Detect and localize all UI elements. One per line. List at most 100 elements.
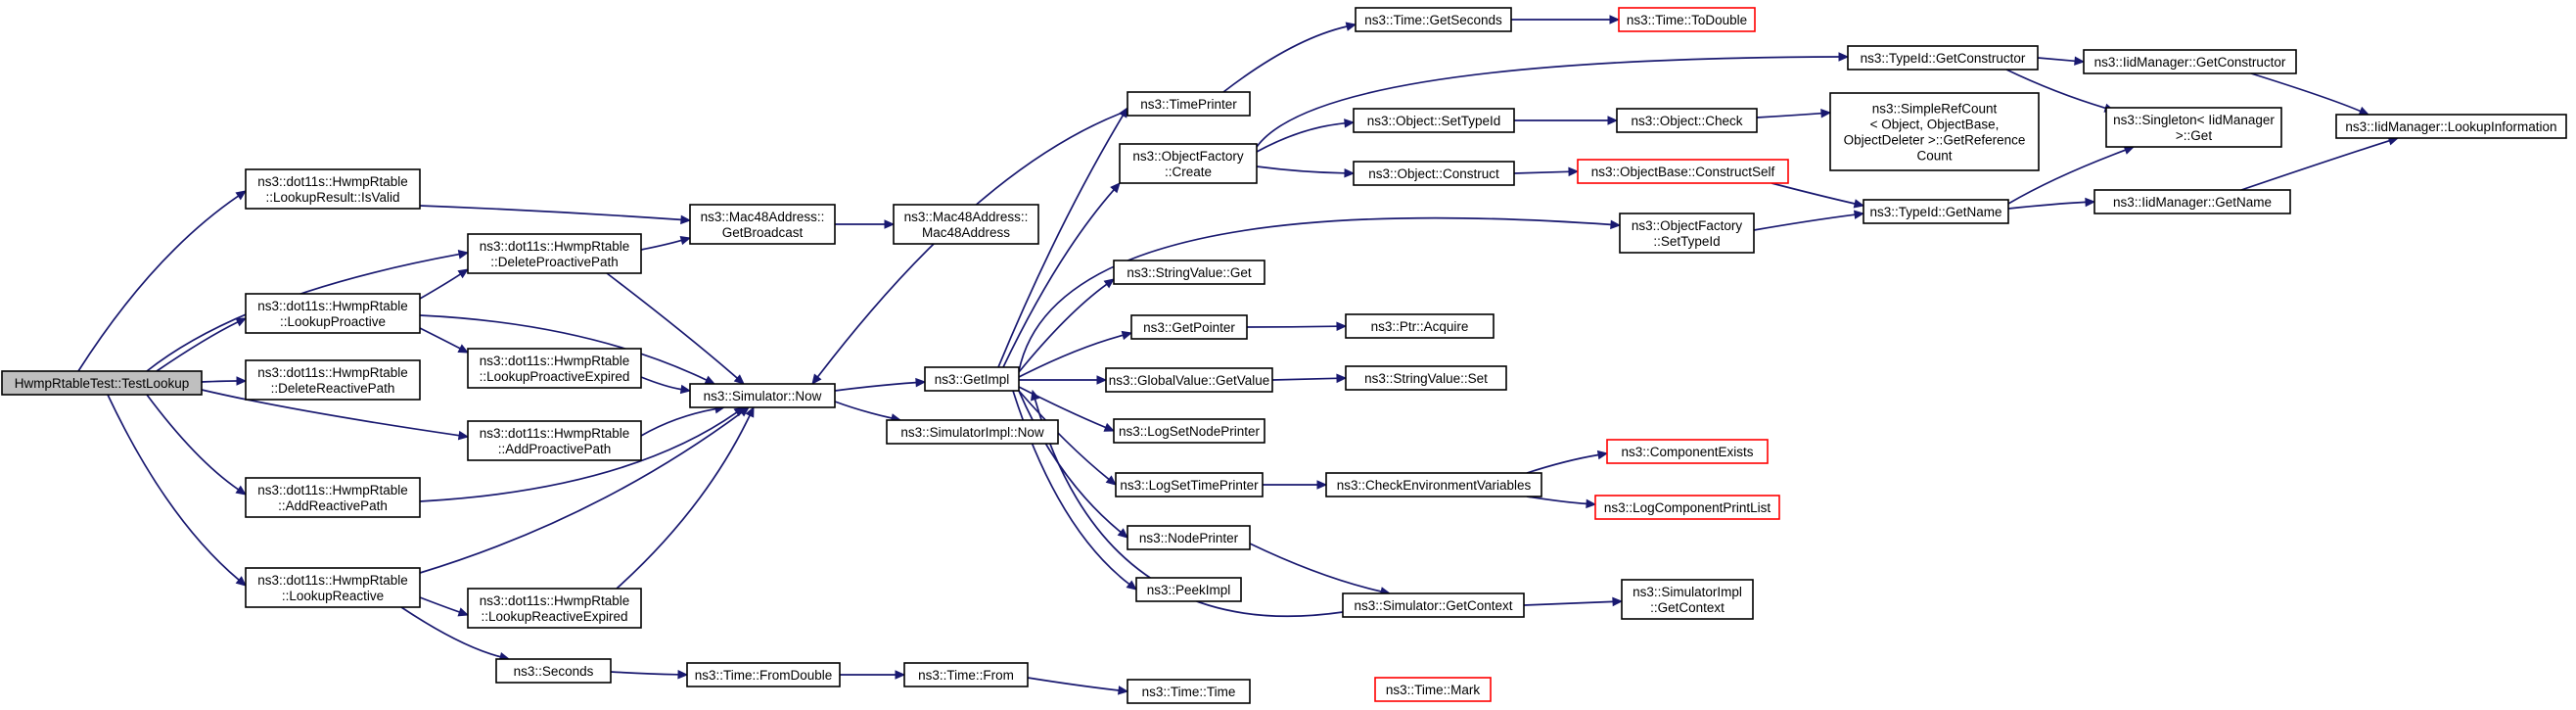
node-logsetnode[interactable]: ns3::LogSetNodePrinter: [1113, 418, 1265, 444]
node-iidgetconstructor[interactable]: ns3::IidManager::GetConstructor: [2083, 49, 2297, 74]
edge-line: [146, 394, 240, 491]
node-objconstruct[interactable]: ns3::Object::Construct: [1353, 161, 1515, 186]
node-label-line: < Object, ObjectBase,: [1870, 118, 2000, 132]
edge-line: [77, 195, 240, 372]
node-box: [686, 662, 841, 687]
node-seconds[interactable]: ns3::Seconds: [495, 658, 612, 684]
node-label-line: ns3::IidManager::LookupInformation: [2345, 119, 2556, 134]
edge-timeprinter-to-simnow: [811, 110, 1128, 385]
node-label-line: HwmpRtableTest::TestLookup: [15, 376, 190, 391]
node-lrexpired[interactable]: ns3::dot11s::HwmpRtable::LookupReactiveE…: [467, 588, 642, 629]
node-label-line: ns3::dot11s::HwmpRtable: [480, 354, 630, 368]
node-singletonget[interactable]: ns3::Singleton< IidManager >::Get: [2105, 107, 2282, 148]
node-checkenv[interactable]: ns3::CheckEnvironmentVariables: [1325, 472, 1542, 497]
node-timeprinter[interactable]: ns3::TimePrinter: [1127, 91, 1251, 117]
edge-root-to-isvalid: [77, 190, 248, 372]
node-todouble[interactable]: ns3::Time::ToDouble: [1618, 7, 1756, 32]
node-box: [689, 204, 836, 245]
node-label-line: ns3::CheckEnvironmentVariables: [1337, 478, 1532, 493]
node-simgetcontext[interactable]: ns3::Simulator::GetContext: [1342, 592, 1525, 618]
edge-ofcreate-to-objconstruct: [1256, 166, 1356, 178]
node-box: [1577, 159, 1789, 184]
edge-simgetcontext-to-simimplgetctx: [1523, 596, 1624, 607]
node-isvalid[interactable]: ns3::dot11s::HwmpRtable::LookupResult::I…: [245, 168, 421, 210]
node-label-line: ns3::GlobalValue::GetValue: [1109, 373, 1270, 388]
node-label-line: ns3::Object::Check: [1631, 114, 1742, 128]
node-tidgetconstructor[interactable]: ns3::TypeId::GetConstructor: [1847, 45, 2039, 71]
edge-line: [1256, 56, 1840, 148]
node-constructself[interactable]: ns3::ObjectBase::ConstructSelf: [1577, 159, 1789, 184]
node-logsettime[interactable]: ns3::LogSetTimePrinter: [1115, 472, 1264, 497]
edge-getimpl-to-ofcreate: [1002, 182, 1121, 368]
edge-line: [1018, 283, 1108, 373]
edge-line: [400, 606, 501, 658]
node-root[interactable]: HwmpRtableTest::TestLookup: [1, 370, 203, 396]
edge-line: [1018, 216, 1612, 372]
node-label-line: ObjectDeleter >::GetReference: [1844, 133, 2026, 148]
edge-lookupreactive-to-simnow: [419, 406, 750, 574]
edge-root-to-lookupproactive: [156, 317, 248, 372]
node-ofsettypeid[interactable]: ns3::ObjectFactory::SetTypeId: [1619, 213, 1755, 254]
node-label-line: ns3::TimePrinter: [1140, 97, 1237, 112]
node-stringget[interactable]: ns3::StringValue::Get: [1113, 260, 1265, 285]
arrowhead-icon: [1121, 330, 1133, 341]
node-iidgetname[interactable]: ns3::IidManager::GetName: [2093, 189, 2291, 214]
node-iidlookupinfo[interactable]: ns3::IidManager::LookupInformation: [2335, 114, 2567, 139]
edge-line: [1018, 386, 1107, 429]
node-lookupproactive[interactable]: ns3::dot11s::HwmpRtable::LookupProactive: [245, 293, 421, 334]
edge-root-to-addproactive: [201, 389, 470, 441]
edge-line: [1027, 677, 1120, 691]
node-lpexpired[interactable]: ns3::dot11s::HwmpRtable::LookupProactive…: [467, 348, 642, 389]
node-getimpl[interactable]: ns3::GetImpl: [924, 366, 1020, 392]
edge-lookupproactive-to-lpexpired: [419, 327, 470, 354]
node-simimplgetctx[interactable]: ns3::SimulatorImpl::GetContext: [1621, 579, 1754, 620]
node-timemark[interactable]: ns3::Time::Mark: [1374, 677, 1492, 702]
edge-line: [640, 376, 682, 391]
node-gvgetvalue[interactable]: ns3::GlobalValue::GetValue: [1105, 367, 1273, 393]
node-simplerefcount[interactable]: ns3::SimpleRefCount< Object, ObjectBase,…: [1829, 92, 2040, 171]
call-edges: [77, 15, 2400, 695]
node-delreactive[interactable]: ns3::dot11s::HwmpRtable::DeleteReactiveP…: [245, 359, 421, 401]
edge-ofsettypeid-to-tidgetname: [1753, 210, 1865, 231]
node-getseconds[interactable]: ns3::Time::GetSeconds: [1355, 7, 1512, 32]
arrowhead-icon: [1609, 15, 1621, 24]
node-timetime[interactable]: ns3::Time::Time: [1127, 679, 1251, 704]
node-addreactive[interactable]: ns3::dot11s::HwmpRtable::AddReactivePath: [245, 477, 421, 518]
node-peekimpl[interactable]: ns3::PeekImpl: [1135, 577, 1242, 602]
node-label-line: Mac48Address: [922, 225, 1010, 240]
edge-line: [834, 401, 893, 419]
node-nodeprinter[interactable]: ns3::NodePrinter: [1127, 525, 1251, 550]
edge-lookupproactive-to-delproactive: [419, 268, 470, 300]
edge-objsettypeid-to-objcheck: [1513, 116, 1619, 125]
node-stringset[interactable]: ns3::StringValue::Set: [1345, 365, 1507, 391]
node-objcheck[interactable]: ns3::Object::Check: [1616, 108, 1758, 133]
arrowhead-icon: [884, 219, 896, 229]
node-tidgetname[interactable]: ns3::TypeId::GetName: [1863, 199, 2009, 224]
node-getpointer[interactable]: ns3::GetPointer: [1130, 314, 1248, 340]
node-getbroadcast[interactable]: ns3::Mac48Address::GetBroadcast: [689, 204, 836, 245]
node-logcompprint[interactable]: ns3::LogComponentPrintList: [1594, 495, 1780, 520]
node-box: [1594, 495, 1780, 520]
node-objsettypeid[interactable]: ns3::Object::SetTypeId: [1353, 108, 1515, 133]
node-label-line: ::LookupProactive: [280, 314, 386, 329]
edge-checkenv-to-logcompprint: [1526, 496, 1597, 509]
node-ofcreate[interactable]: ns3::ObjectFactory::Create: [1119, 143, 1258, 184]
node-timefrom[interactable]: ns3::Time::From: [903, 662, 1029, 687]
node-mac48ctor[interactable]: ns3::Mac48Address::Mac48Address: [893, 204, 1039, 245]
node-delproactive[interactable]: ns3::dot11s::HwmpRtable::DeleteProactive…: [467, 233, 642, 274]
edge-getimpl-to-stringget: [1018, 278, 1115, 373]
node-label-line: ::LookupProactiveExpired: [480, 369, 630, 384]
node-label-line: ns3::LogSetNodePrinter: [1119, 424, 1261, 439]
node-simimplnow[interactable]: ns3::SimulatorImpl::Now: [886, 419, 1059, 445]
arrowhead-icon: [236, 376, 248, 386]
node-lookupreactive[interactable]: ns3::dot11s::HwmpRtable::LookupReactive: [245, 567, 421, 608]
arrowhead-icon: [457, 250, 470, 260]
node-addproactive[interactable]: ns3::dot11s::HwmpRtable::AddProactivePat…: [467, 420, 642, 461]
node-fromdouble[interactable]: ns3::Time::FromDouble: [686, 662, 841, 687]
edge-getimpl-to-ofsettypeid: [1018, 216, 1622, 372]
node-compexists[interactable]: ns3::ComponentExists: [1606, 439, 1769, 464]
node-box: [689, 383, 836, 408]
node-simnow[interactable]: ns3::Simulator::Now: [689, 383, 836, 408]
node-label-line: ::LookupReactiveExpired: [481, 609, 627, 624]
node-ptracquire[interactable]: ns3::Ptr::Acquire: [1345, 313, 1495, 339]
